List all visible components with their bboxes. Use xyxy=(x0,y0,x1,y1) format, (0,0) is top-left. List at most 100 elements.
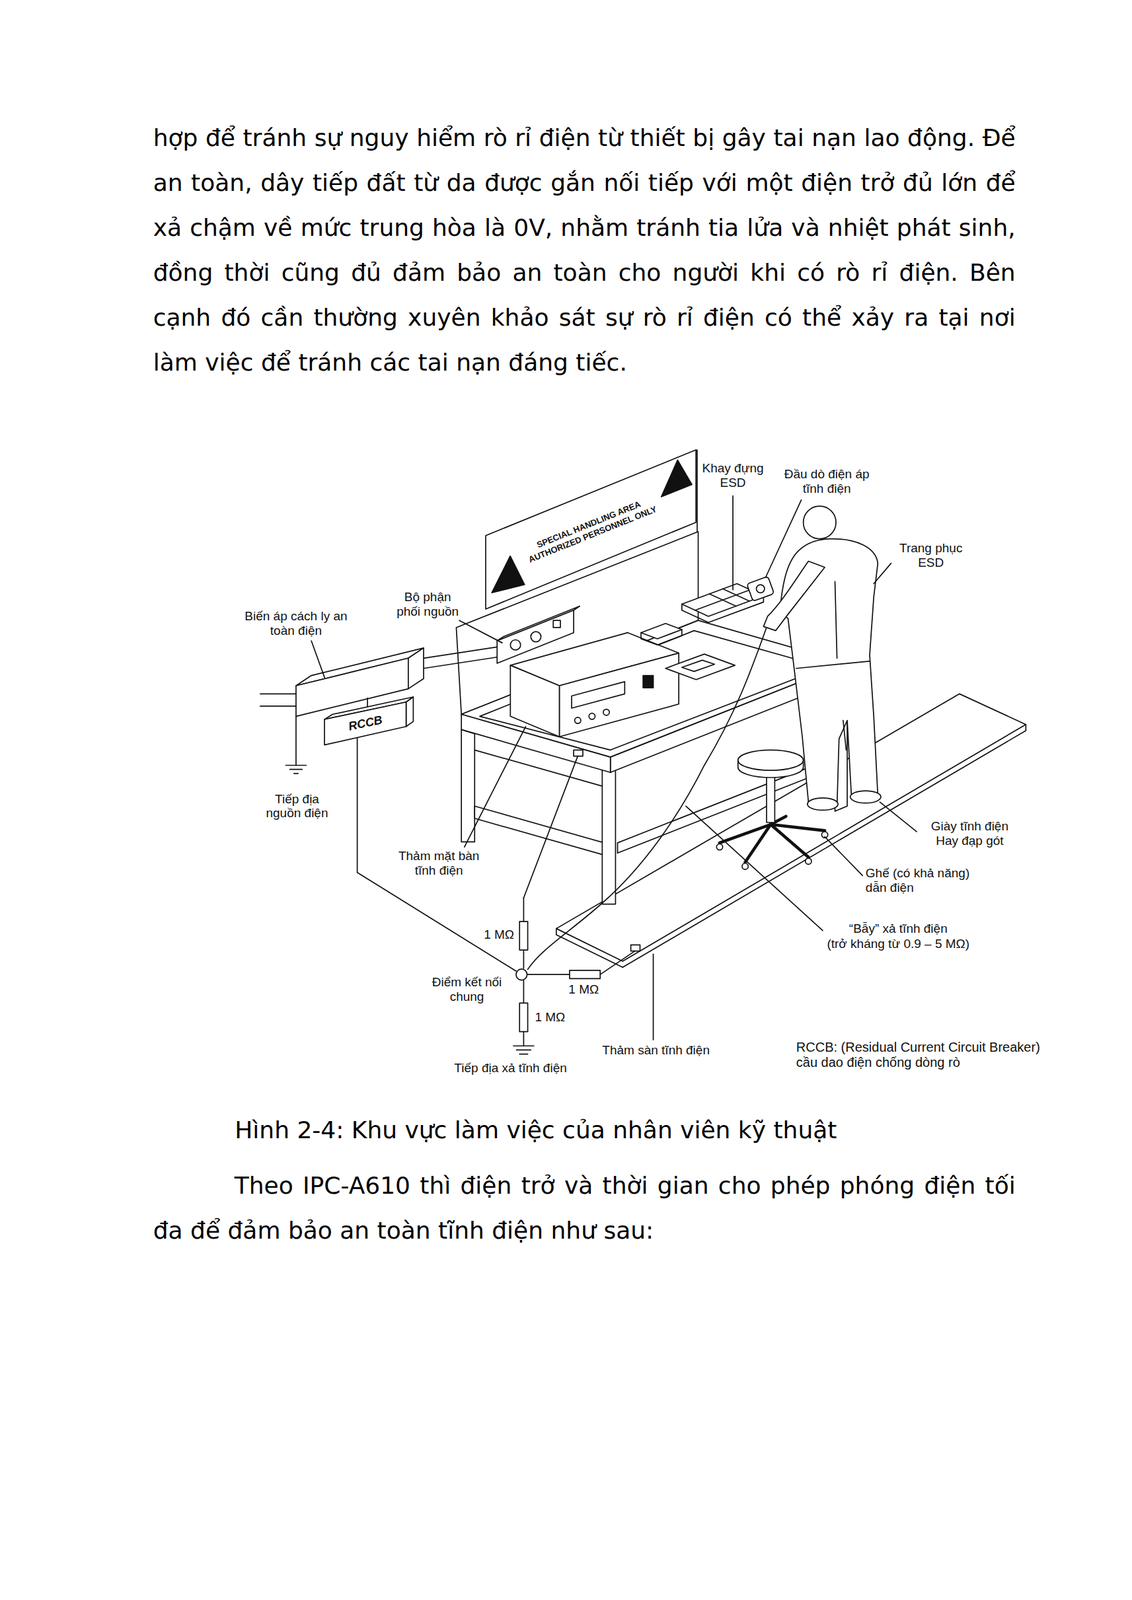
bench-items xyxy=(641,584,764,680)
ground-wire xyxy=(357,737,517,972)
leader-line xyxy=(824,837,863,877)
suit-seam xyxy=(796,661,870,669)
ground-symbol xyxy=(516,1050,532,1052)
resistor-value: 1 MΩ xyxy=(534,1010,566,1025)
part-note: (trở kháng từ 0.9 – 5 MΩ) xyxy=(826,937,970,952)
instrument-side xyxy=(510,665,560,737)
static-probe xyxy=(746,576,774,602)
tray-divider xyxy=(709,594,737,607)
part-label: Thảm sàn tĩnh điện xyxy=(602,1043,710,1058)
part-label: Tiếp địa nguồn điện xyxy=(259,792,336,822)
suit-seam xyxy=(843,720,847,751)
warning-sign: SPECIAL HANDLING AREA AUTHORIZED PERSONN… xyxy=(485,450,696,610)
part-label: Trang phục ESD xyxy=(892,541,970,571)
common-point: Điểm kết nối chung xyxy=(515,968,529,982)
chair-caster xyxy=(742,863,749,870)
ground-symbol xyxy=(285,765,306,767)
mains-cable xyxy=(260,705,297,708)
instrument-knob xyxy=(574,717,581,724)
ground-symbol xyxy=(290,769,303,771)
esd-shoe xyxy=(850,791,881,804)
junction-label: Điểm kết nối chung xyxy=(422,975,512,1005)
power-group xyxy=(260,646,497,774)
ground-wire xyxy=(523,1032,525,1047)
switch xyxy=(553,620,561,628)
ground-wire xyxy=(600,951,636,976)
small-box-side xyxy=(641,629,682,645)
sign-post xyxy=(696,450,698,532)
leader-line xyxy=(652,954,655,1041)
tray-divider xyxy=(722,588,750,602)
body-paragraph: hợp để tránh sự nguy hiểm rò rỉ điện từ … xyxy=(153,115,1016,386)
rccb-side xyxy=(406,697,414,727)
resistor-value: 1 MΩ xyxy=(568,982,599,998)
figure-caption: Hình 2-4: Khu vực làm việc của nhân viên… xyxy=(234,1108,837,1154)
part-label: Bộ phận phối nguồn xyxy=(392,590,464,620)
bench-leg xyxy=(602,768,616,905)
head xyxy=(803,506,836,539)
rccb-box: RCCB xyxy=(324,697,414,746)
chair-base xyxy=(770,824,825,831)
chair-caster xyxy=(805,858,812,865)
bench-rail xyxy=(474,806,604,856)
leader-line xyxy=(459,620,503,643)
mains-cable xyxy=(423,657,497,669)
leader-line xyxy=(685,806,823,931)
suit-seam xyxy=(835,581,838,659)
sign-board xyxy=(485,450,696,610)
rccb-front xyxy=(324,702,407,746)
body-paragraph: Theo IPC-A610 thì điện trở và thời gian … xyxy=(153,1163,1016,1254)
ground-symbol xyxy=(519,1054,528,1056)
wrist-strap-cord xyxy=(528,624,768,970)
ground-wire xyxy=(523,898,525,922)
legend-note: RCCB: (Residual Current Circuit Breaker)… xyxy=(796,1040,1051,1071)
ground-wire xyxy=(523,756,578,899)
chair-seat xyxy=(738,750,804,771)
small-box xyxy=(641,623,682,640)
part-label: Thảm mặt bàn tĩnh điện xyxy=(392,849,486,879)
bench-group xyxy=(461,620,848,905)
ground-wire xyxy=(523,980,525,1004)
ground-wire xyxy=(528,974,570,976)
esd-warning-symbol xyxy=(492,556,525,594)
leader-line xyxy=(311,641,325,679)
transformer-side xyxy=(408,648,424,690)
leader-line xyxy=(765,500,801,578)
socket xyxy=(510,639,521,650)
leader-line xyxy=(464,726,527,848)
resistor-value: 1 MΩ xyxy=(483,927,515,943)
bench-mat-snap xyxy=(573,750,583,756)
bench-rail xyxy=(617,757,836,854)
mains-cable xyxy=(423,646,497,659)
part-label: “Bẫy” xả tĩnh điện xyxy=(849,921,948,937)
ground-wire xyxy=(295,716,297,766)
chair-caster xyxy=(716,843,723,850)
grounding-network xyxy=(513,756,636,1055)
mat-snap xyxy=(631,944,641,951)
resistor-symbol xyxy=(519,1003,528,1032)
instrument-display xyxy=(571,681,625,709)
part-label: Khay đựng ESD xyxy=(698,461,768,491)
part-label: Giày tĩnh điện Hay đạp gót xyxy=(919,819,1021,849)
instrument-button xyxy=(642,676,653,689)
socket xyxy=(530,631,541,642)
resistor-symbol xyxy=(519,921,528,951)
ground-symbol xyxy=(294,773,299,775)
common-point-outline xyxy=(515,968,529,982)
work-pad xyxy=(665,654,735,680)
part-label: Biến áp cách ly an toàn điện xyxy=(243,609,349,639)
arm xyxy=(763,561,825,632)
esd-shoe xyxy=(807,798,838,811)
instrument-knob xyxy=(588,713,595,720)
tray-divider xyxy=(695,590,751,611)
junction-circle xyxy=(516,969,528,981)
instrument-knob xyxy=(603,709,610,716)
leader-line xyxy=(732,496,734,591)
chair-base xyxy=(745,824,772,863)
bench-mat xyxy=(479,631,825,751)
esd-suit xyxy=(779,539,878,807)
part-label: Đầu dò điện áp tĩnh điện xyxy=(773,467,880,497)
part-label: Ghế (có khả năng) dẫn điện xyxy=(865,866,982,896)
technician xyxy=(746,506,881,811)
